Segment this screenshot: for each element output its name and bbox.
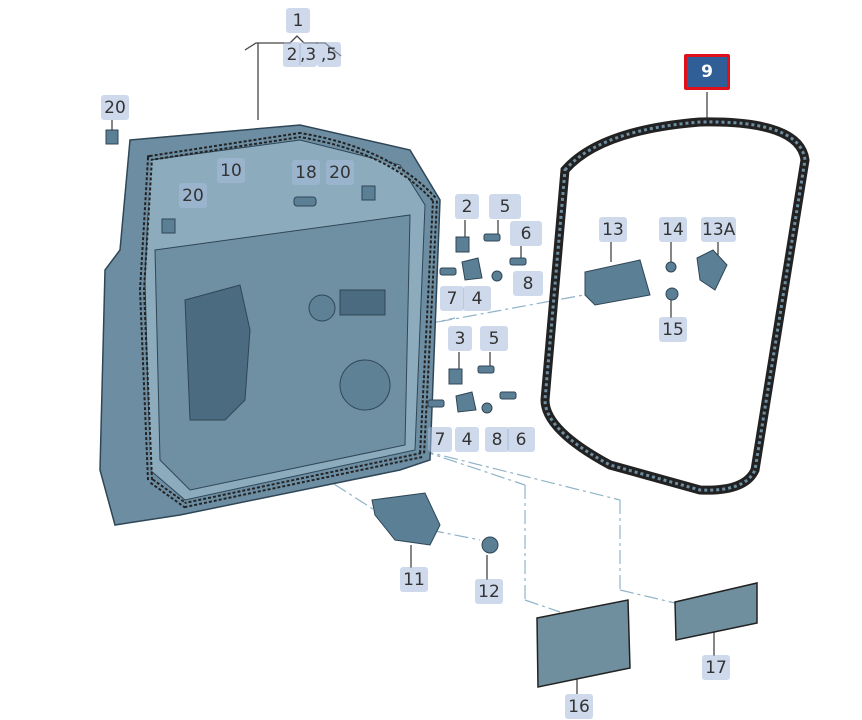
callout-3[interactable]: 3 (448, 326, 472, 351)
callout-18[interactable]: 18 (292, 160, 320, 185)
callout-2[interactable]: 2 (455, 194, 479, 219)
callout-6[interactable]: 6 (510, 221, 542, 246)
callout-13[interactable]: 13 (599, 217, 627, 242)
callout-16[interactable]: 16 (565, 694, 593, 719)
callout-20[interactable]: 20 (326, 160, 354, 185)
callout-13A[interactable]: 13A (701, 217, 737, 242)
callout-5[interactable]: 5 (480, 326, 508, 351)
door-seal-9 (540, 117, 810, 495)
callout-6[interactable]: 6 (507, 427, 535, 452)
callout-14[interactable]: 14 (659, 217, 687, 242)
door-shell (99, 124, 441, 526)
callout-3-group[interactable]: ,3 (299, 42, 318, 67)
callout-4[interactable]: 4 (463, 286, 491, 311)
callout-20[interactable]: 20 (101, 95, 129, 120)
callout-8[interactable]: 8 (513, 271, 543, 296)
callout-4[interactable]: 4 (455, 427, 479, 452)
callout-20[interactable]: 20 (179, 183, 207, 208)
callout-2-group[interactable]: 2 (283, 42, 301, 67)
callout-5-group[interactable]: ,5 (317, 42, 341, 67)
callout-11[interactable]: 11 (400, 567, 428, 592)
sound-pads (536, 582, 758, 688)
callout-7[interactable]: 7 (428, 427, 452, 452)
callout-7[interactable]: 7 (440, 286, 464, 311)
callout-15[interactable]: 15 (659, 317, 687, 342)
callout-5[interactable]: 5 (489, 194, 521, 219)
callout-12[interactable]: 12 (475, 579, 503, 604)
callout-17[interactable]: 17 (702, 655, 730, 680)
callout-10[interactable]: 10 (217, 158, 245, 183)
callout-8[interactable]: 8 (485, 427, 509, 452)
callout-1[interactable]: 1 (286, 8, 310, 33)
callout-9-selected[interactable]: 9 (684, 54, 730, 90)
